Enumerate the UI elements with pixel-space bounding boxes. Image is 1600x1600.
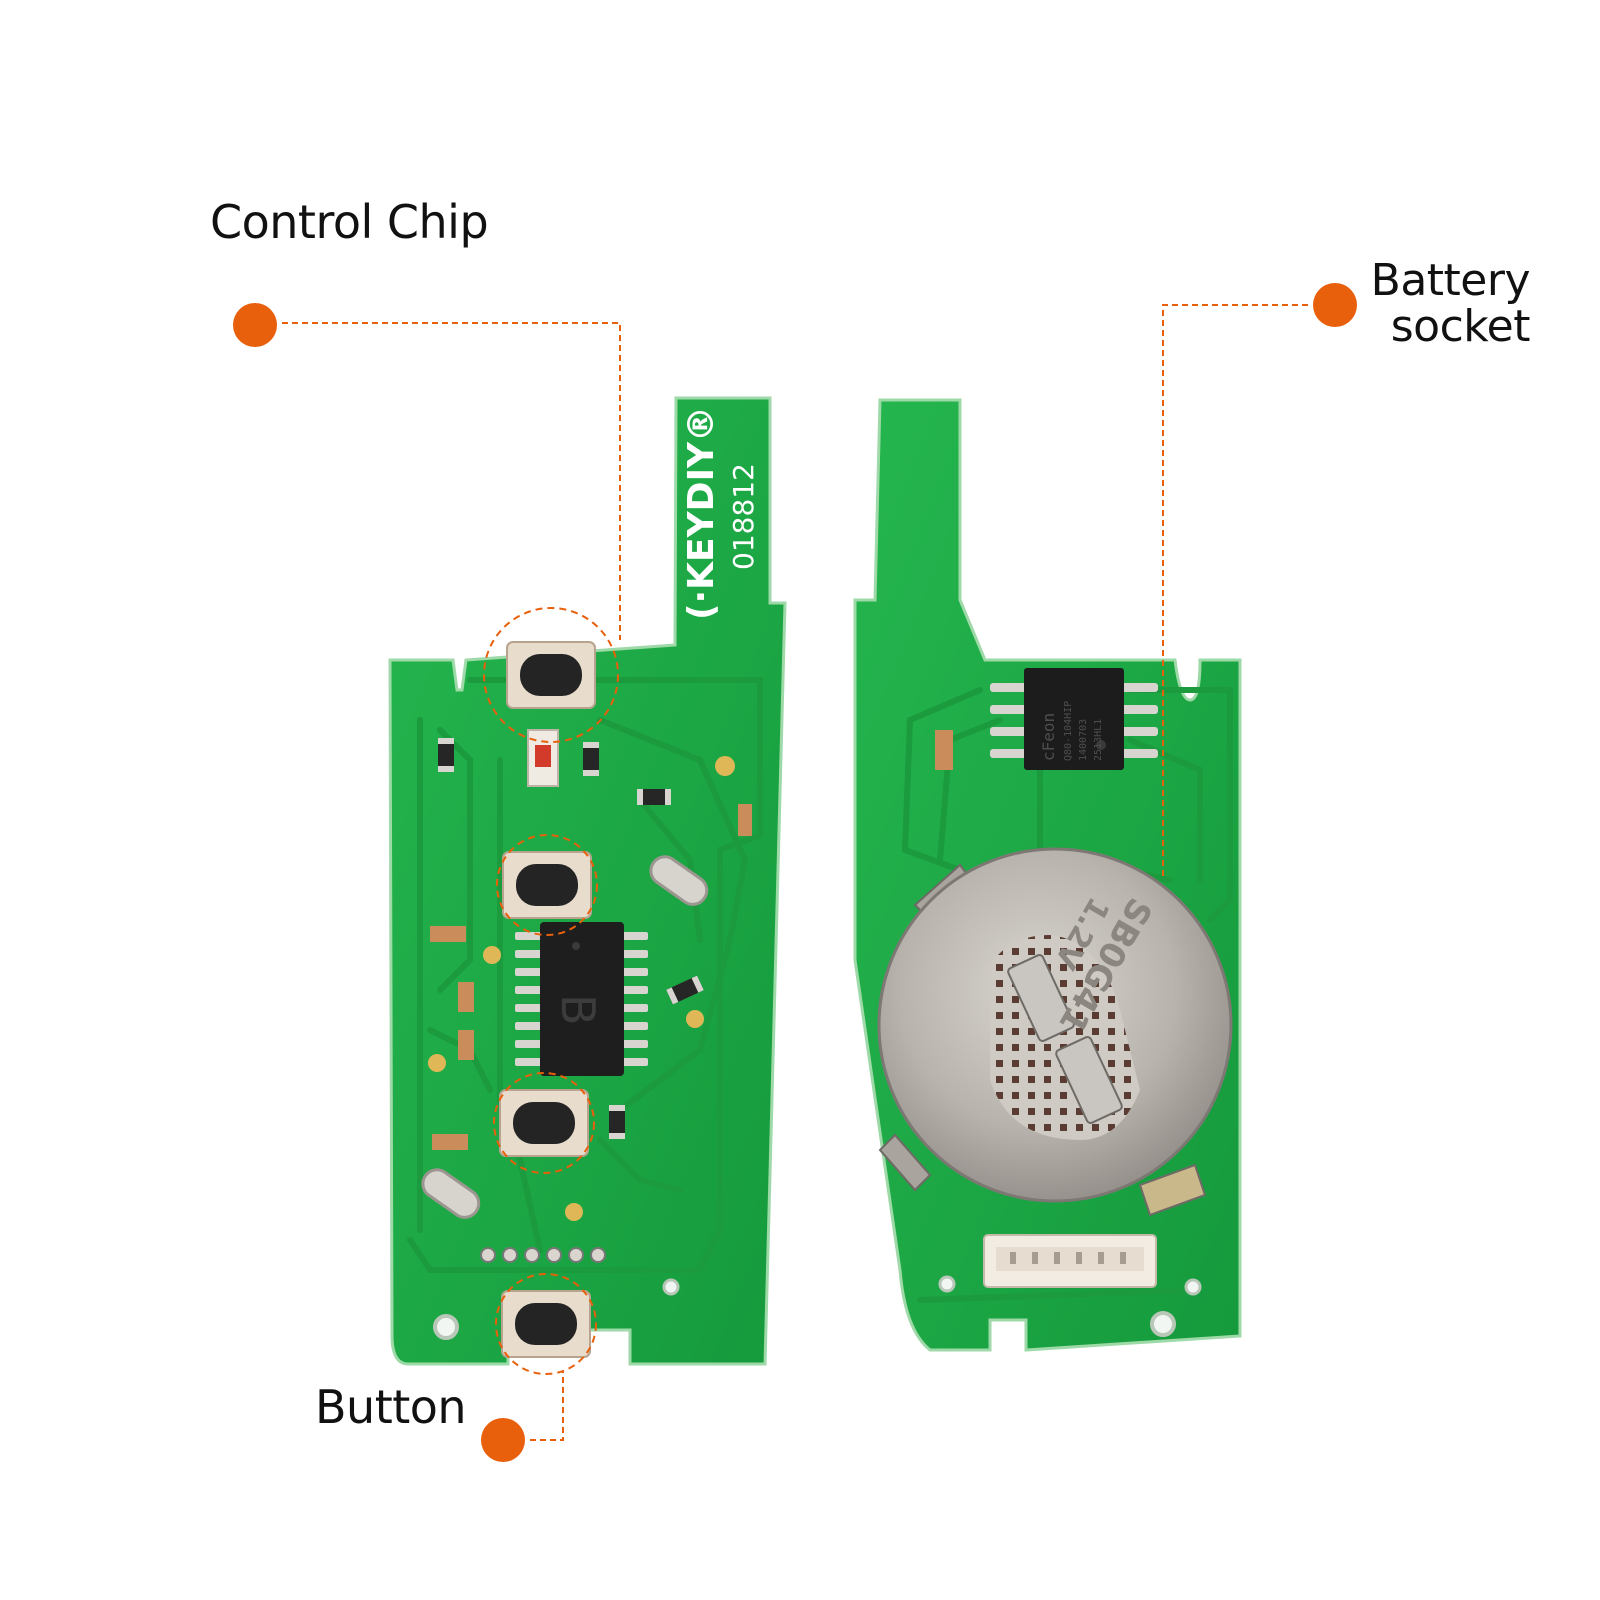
callout-dot-control-chip [233, 303, 277, 347]
smd-resistor-681 [637, 789, 671, 805]
callout-button [481, 1372, 564, 1462]
smd-resistor-202-b [609, 1105, 625, 1139]
label-button: Button [315, 1380, 467, 1434]
smd-capacitors [430, 804, 752, 1150]
left-brand-marking: (·KEYDIY® 018812 [681, 406, 760, 620]
label-battery-socket-line1: Battery [1370, 255, 1531, 306]
smd-resistor-202-a [666, 975, 704, 1005]
callout-battery-socket [1162, 283, 1357, 880]
right-pcb-board: cFeon Q80-104HIP 1400703 2513HL1 SB 0G41… [853, 398, 1242, 1352]
battery-socket: SB 0G41 1.2V [877, 847, 1233, 1217]
tactile-button-2 [502, 851, 592, 919]
right-mount-hole-1 [1184, 1278, 1202, 1296]
eeprom-line1: cFeon [1039, 713, 1058, 761]
crystal-1 [649, 855, 709, 906]
right-smd-capacitor [935, 730, 953, 770]
left-brand-text: (·KEYDIY® [681, 406, 722, 620]
callout-line-control-chip [282, 322, 621, 640]
left-mount-hole-2 [662, 1278, 680, 1296]
crystal-2 [421, 1168, 481, 1219]
right-mount-hole-2 [1150, 1311, 1176, 1337]
control-chip-letter: B [551, 994, 605, 1026]
right-pad-left [938, 1275, 956, 1293]
callout-line-battery-socket [1162, 304, 1308, 880]
eeprom-line3: 1400703 [1078, 719, 1089, 761]
tactile-button-1 [506, 641, 596, 709]
left-model-text: 018812 [727, 463, 760, 570]
button-highlight-circles [483, 607, 619, 1375]
left-pcb-board: (·KEYDIY® 018812 [388, 396, 787, 1375]
control-chip: B [515, 922, 648, 1076]
connector-header [983, 1234, 1157, 1288]
test-pads-gold [428, 756, 735, 1221]
eeprom-line4: 2513HL1 [1093, 719, 1104, 761]
callout-line-button [530, 1372, 564, 1441]
tactile-button-3 [499, 1089, 589, 1157]
callout-dot-battery-socket [1313, 283, 1357, 327]
left-pcb-traces [407, 677, 763, 1273]
label-control-chip: Control Chip [210, 195, 489, 249]
smd-resistor-103-b [583, 742, 599, 776]
eeprom-chip: cFeon Q80-104HIP 1400703 2513HL1 [990, 668, 1158, 770]
smd-resistor-103-a [438, 738, 454, 772]
eeprom-line2: Q80-104HIP [1063, 701, 1074, 761]
led-component [527, 729, 559, 787]
label-battery-socket-line2: socket [1390, 301, 1531, 352]
programming-pads [480, 1247, 606, 1263]
callout-control-chip [233, 303, 621, 640]
callout-dot-button [481, 1418, 525, 1462]
tactile-button-4 [501, 1290, 591, 1358]
left-mount-hole-1 [433, 1314, 459, 1340]
